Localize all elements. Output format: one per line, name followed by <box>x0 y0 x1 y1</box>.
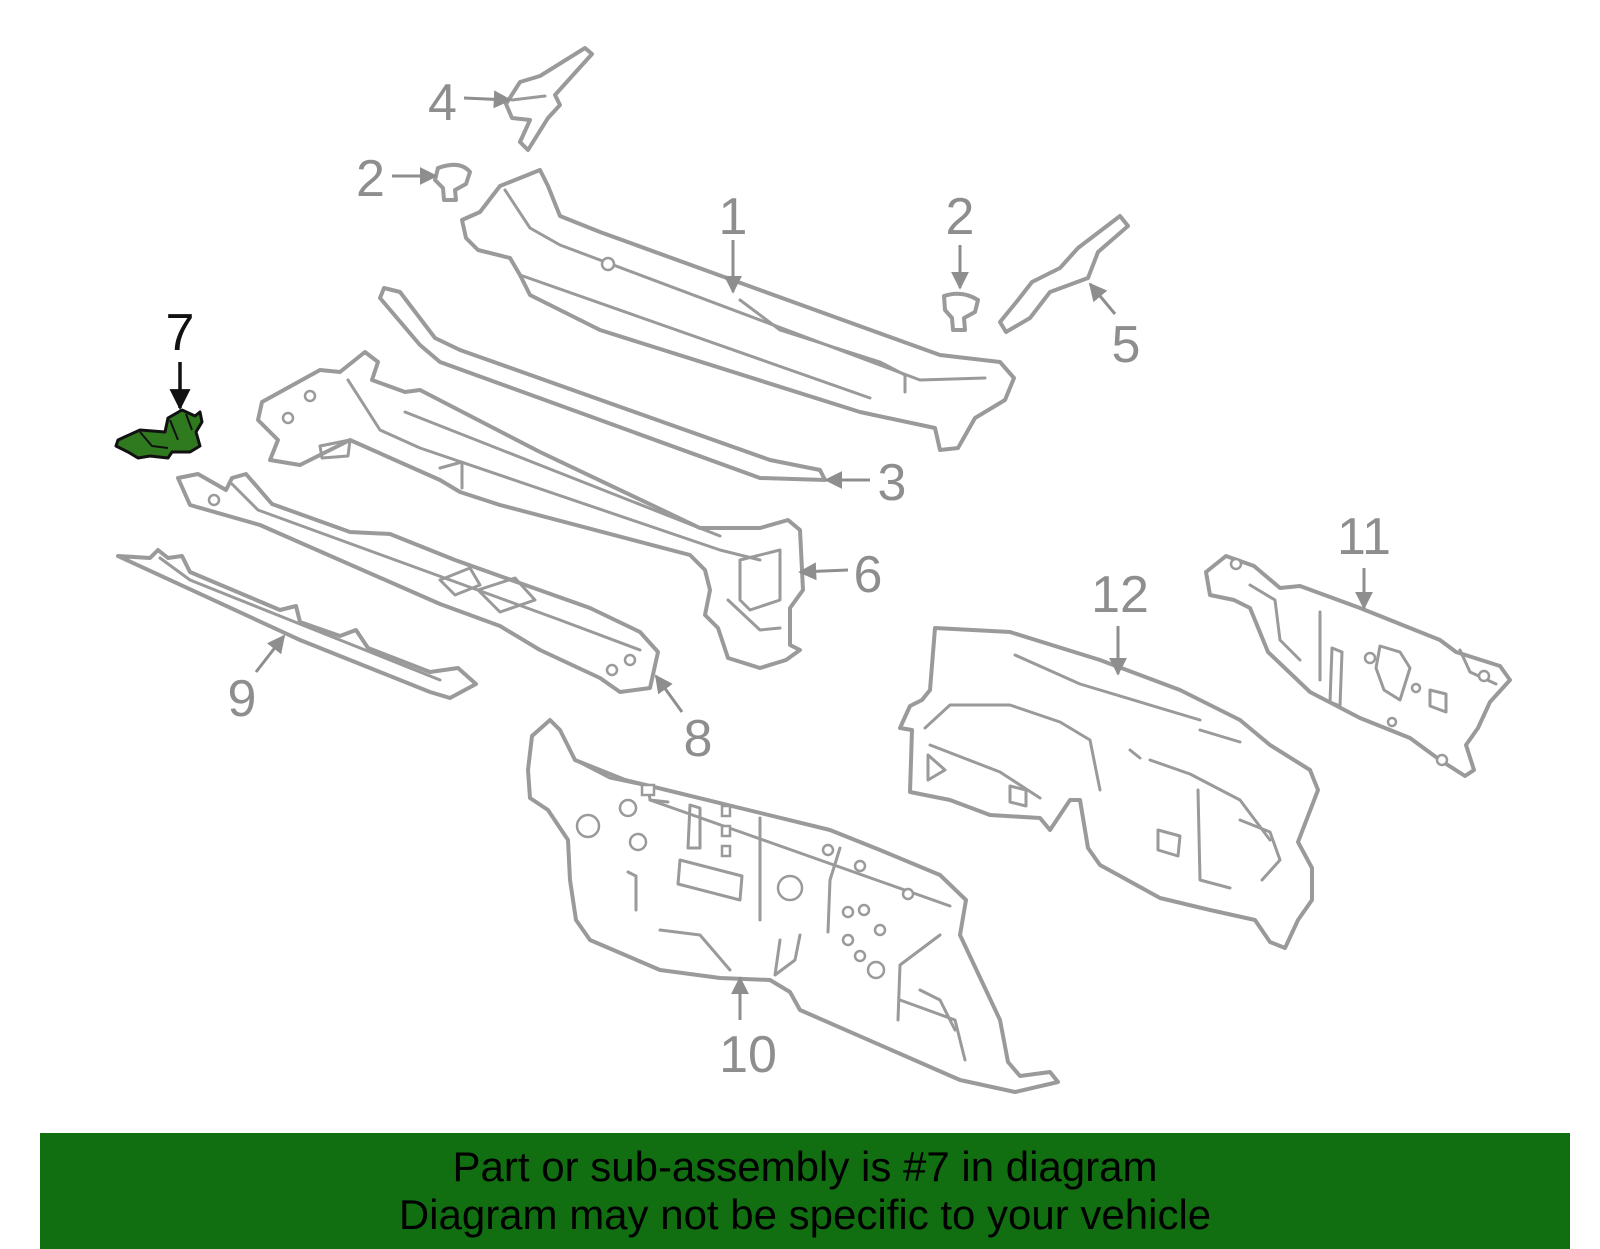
callout-1: 1 <box>719 188 748 246</box>
callout-7: 7 <box>166 304 195 362</box>
banner-line-1: Part or sub-assembly is #7 in diagram <box>452 1143 1158 1190</box>
part-12-dash-insulator <box>898 626 1320 950</box>
part-9-strip <box>116 548 478 700</box>
leader-lines <box>169 90 1373 1020</box>
callout-5: 5 <box>1112 316 1141 374</box>
callout-6: 6 <box>854 546 883 604</box>
part-5-bracket <box>998 214 1130 334</box>
leader-4 <box>463 90 512 109</box>
callout-12: 12 <box>1091 566 1149 624</box>
leader-9 <box>254 634 286 673</box>
callout-3: 3 <box>878 454 907 512</box>
callout-labels: 4 2 1 2 5 3 6 8 9 10 12 11 7 <box>166 74 1391 1084</box>
callout-8: 8 <box>684 710 713 768</box>
part-3-seal-strip <box>378 286 827 482</box>
callout-2-right: 2 <box>946 188 975 246</box>
part-1-cowl-panel <box>460 168 1016 452</box>
callout-2-left: 2 <box>356 150 385 208</box>
part-8-crossmember <box>176 472 660 694</box>
callout-10: 10 <box>719 1026 777 1084</box>
callout-11: 11 <box>1337 508 1391 566</box>
info-banner: Part or sub-assembly is #7 in diagram Di… <box>40 1133 1570 1249</box>
leader-5 <box>1088 282 1117 315</box>
callout-9: 9 <box>228 670 257 728</box>
callout-4: 4 <box>428 74 457 132</box>
part-4-bracket <box>504 46 594 152</box>
part-2-clip-right <box>942 291 980 332</box>
leader-6 <box>798 562 849 581</box>
banner-line-2: Diagram may not be specific to your vehi… <box>398 1191 1212 1238</box>
part-11-side-panel <box>1204 554 1512 778</box>
leader-8 <box>654 674 684 713</box>
part-6-cowl-lower <box>256 350 805 670</box>
part-7-highlighted-bracket[interactable] <box>114 408 204 460</box>
part-2-clip-left <box>433 162 472 202</box>
part-10-dash-panel <box>526 718 1060 1094</box>
